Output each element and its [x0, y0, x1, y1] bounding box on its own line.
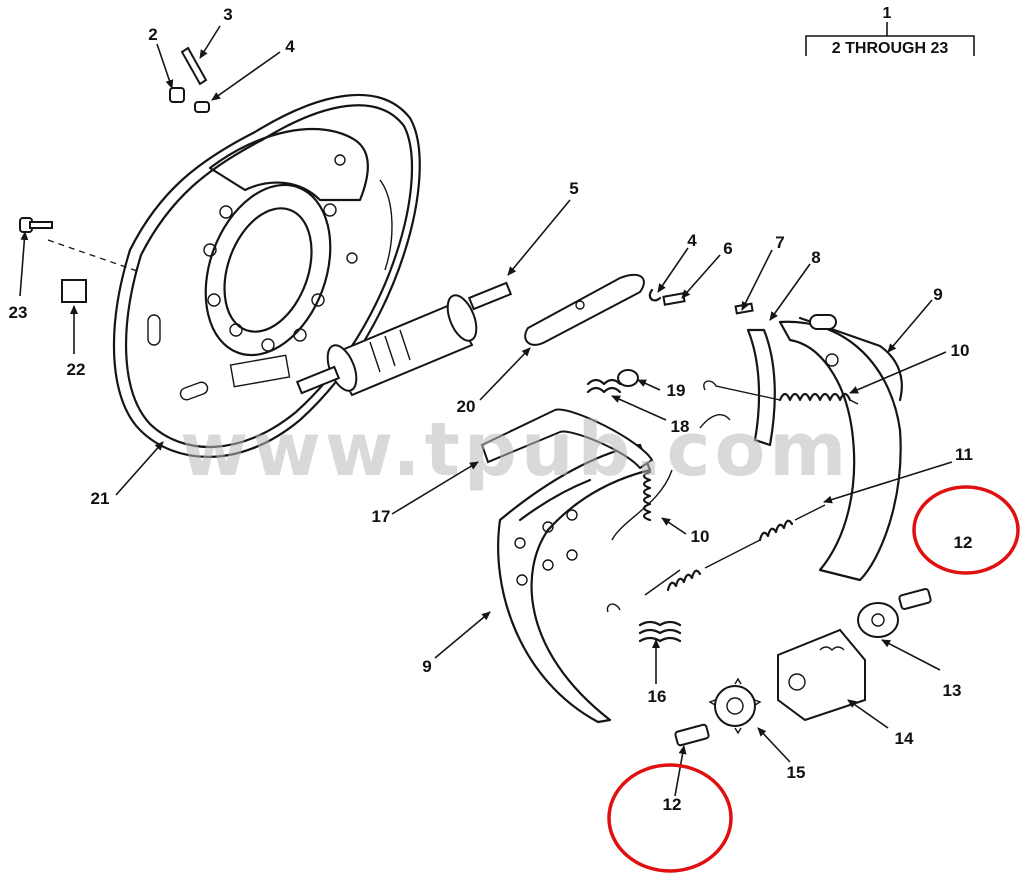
callout-7: 7 — [775, 233, 784, 252]
adjuster-lever-part-20 — [524, 273, 645, 346]
backing-plate-part-21 — [47, 93, 421, 458]
watermark: www.tpub.com — [180, 407, 850, 493]
callout-12-bottom: 12 — [663, 795, 682, 814]
callout-14: 14 — [895, 729, 914, 748]
callout-6: 6 — [723, 239, 732, 258]
callout-9-lower: 9 — [422, 657, 431, 676]
callout-4-lower: 4 — [687, 231, 697, 250]
highlight-circles — [607, 485, 1020, 873]
callout-3: 3 — [223, 5, 232, 24]
callout-13: 13 — [943, 681, 962, 700]
callout-labels: 2 3 4 5 4 6 7 8 9 10 11 12 13 14 15 12 1… — [9, 5, 973, 814]
callout-17: 17 — [372, 507, 391, 526]
header-range: 2 THROUGH 23 — [832, 40, 949, 57]
wheel-cylinder-part-5 — [295, 281, 513, 397]
header-callout: 1 2 THROUGH 23 — [805, 5, 975, 57]
callout-15: 15 — [787, 763, 806, 782]
callout-20: 20 — [457, 397, 476, 416]
brake-shoe-upper-part-9 — [746, 314, 903, 582]
spring-18-and-cup-19 — [586, 369, 639, 394]
callout-16: 16 — [648, 687, 667, 706]
callout-2: 2 — [148, 25, 157, 44]
return-spring-upper-part-10 — [703, 380, 859, 405]
callout-10-lower: 10 — [691, 527, 710, 546]
callout-19: 19 — [667, 381, 686, 400]
strut-part-17 — [480, 408, 654, 470]
callout-5: 5 — [569, 179, 578, 198]
leader-lines — [19, 25, 953, 797]
mounting-hardware-2-3-22-23 — [19, 46, 210, 303]
callout-21: 21 — [91, 489, 110, 508]
callout-8: 8 — [811, 248, 820, 267]
callout-22: 22 — [67, 360, 86, 379]
hold-down-spring-part-16 — [606, 603, 682, 643]
callout-12-right: 12 — [954, 533, 973, 552]
callout-10-upper: 10 — [951, 341, 970, 360]
highlight-circle-12-bottom — [607, 763, 733, 873]
callout-4-upper: 4 — [285, 37, 295, 56]
header-number: 1 — [883, 5, 892, 22]
callout-11: 11 — [955, 445, 973, 464]
adjuster-assembly-parts-12-15 — [674, 588, 932, 747]
highlight-circle-12-right — [912, 485, 1020, 575]
callout-23: 23 — [9, 303, 28, 322]
small-hardware-4-6-7 — [648, 288, 754, 315]
callout-18: 18 — [671, 417, 690, 436]
adjuster-spring-part-11 — [644, 504, 826, 596]
callout-9-upper: 9 — [933, 285, 942, 304]
return-spring-lower-part-10 — [611, 414, 731, 541]
